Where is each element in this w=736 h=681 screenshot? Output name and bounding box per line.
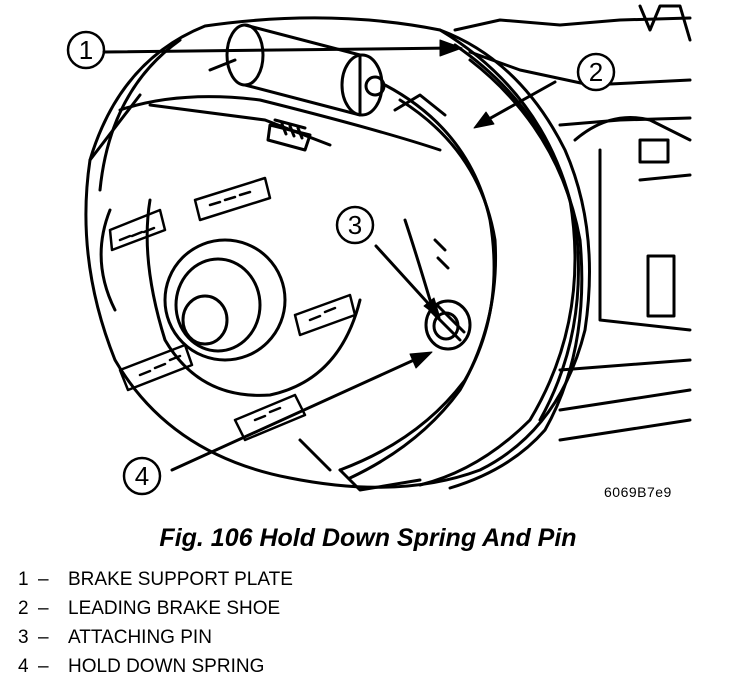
figure-code: 6069B7e9: [604, 484, 672, 500]
hold-down-spring-and-pin: [403, 218, 472, 351]
leading-brake-shoe: [298, 83, 498, 492]
legend-item: 3–ATTACHING PIN: [18, 623, 293, 652]
legend: 1–BRAKE SUPPORT PLATE 2–LEADING BRAKE SH…: [18, 565, 293, 681]
legend-dash: –: [38, 569, 49, 590]
support-plate: [84, 16, 591, 490]
callout-3: 3: [335, 205, 441, 319]
figure-caption: Fig. 106 Hold Down Spring And Pin: [159, 524, 577, 552]
legend-item: 4–HOLD DOWN SPRING: [18, 652, 293, 681]
callout-2: 2: [473, 52, 616, 129]
legend-text: LEADING BRAKE SHOE: [68, 598, 281, 619]
legend-text: BRAKE SUPPORT PLATE: [68, 569, 293, 590]
callout-4: 4: [122, 351, 433, 496]
wheel-studs: [108, 176, 357, 442]
brake-assembly-illustration: 1 2 3 4: [66, 4, 692, 496]
legend-number: 1: [18, 569, 29, 590]
svg-text:3: 3: [348, 210, 362, 240]
legend-dash: –: [38, 598, 49, 619]
axle-hub: [145, 198, 362, 397]
adjuster-cable: [273, 118, 307, 140]
legend-number: 2: [18, 598, 29, 619]
legend-item: 2–LEADING BRAKE SHOE: [18, 594, 293, 623]
legend-dash: –: [38, 656, 49, 677]
callout-1: 1: [66, 30, 463, 70]
legend-number: 3: [18, 627, 29, 648]
svg-text:2: 2: [589, 57, 603, 87]
wheel-cylinder: [148, 23, 386, 152]
legend-text: ATTACHING PIN: [68, 627, 212, 648]
svg-text:4: 4: [135, 461, 149, 491]
legend-dash: –: [38, 627, 49, 648]
svg-text:1: 1: [79, 35, 93, 65]
legend-number: 4: [18, 656, 29, 677]
legend-text: HOLD DOWN SPRING: [68, 656, 265, 677]
legend-item: 1–BRAKE SUPPORT PLATE: [18, 565, 293, 594]
